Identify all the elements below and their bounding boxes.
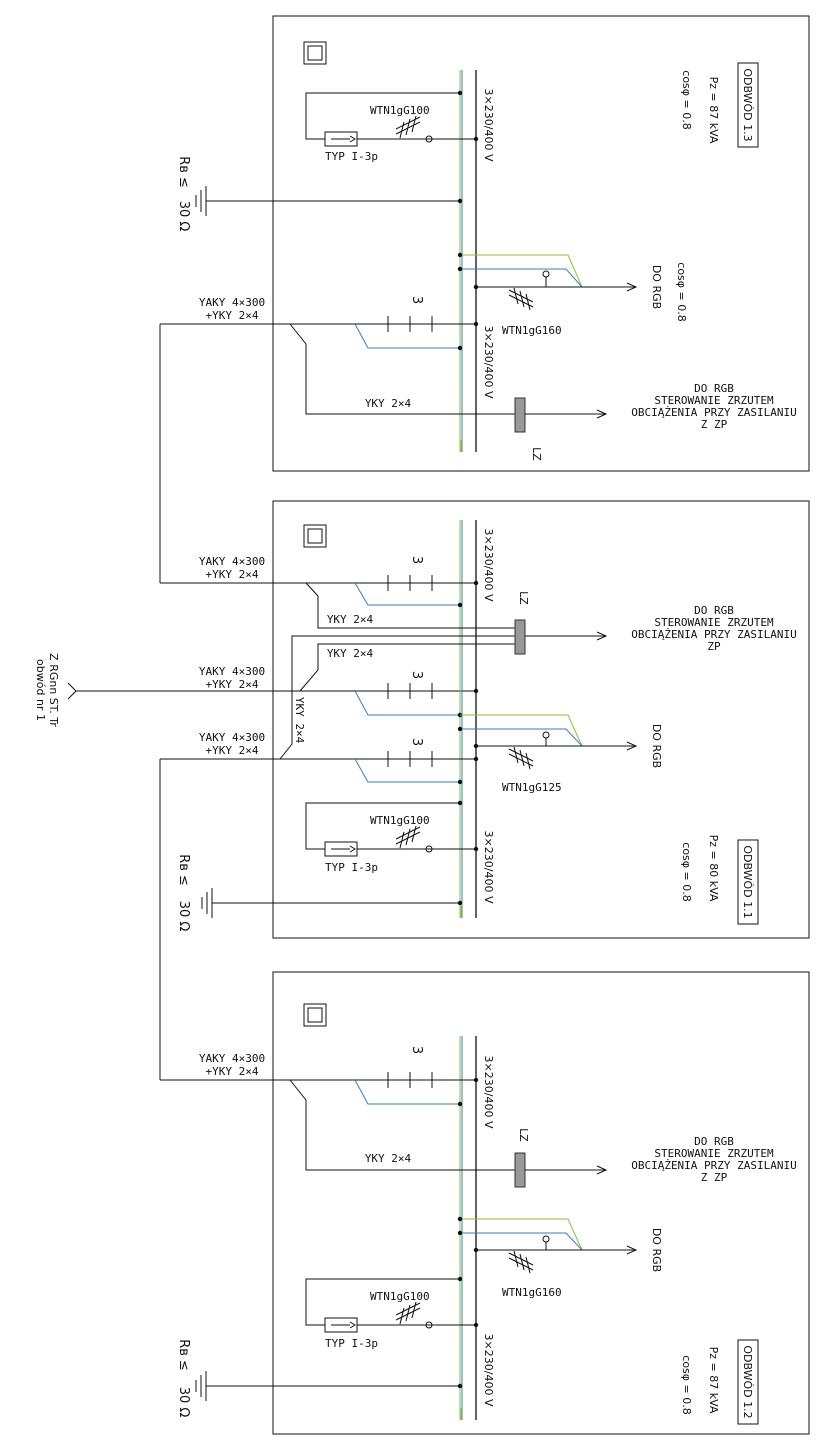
voltage-label: 3×230/400 V [482, 529, 495, 602]
load-shed-relay [514, 397, 526, 433]
control-note: DO RGB [694, 1135, 734, 1148]
cable-label: YKY 2×4 [365, 1152, 412, 1165]
control-note: STEROWANIE ZRZUTEM [654, 616, 774, 629]
cosphi-label: cosφ = 0.8 [675, 262, 688, 321]
control-note: Z ZP [701, 1171, 728, 1184]
cable-label: YKY 2×4 [293, 697, 306, 744]
cable-label: YKY 2×4 [327, 613, 374, 626]
earth-ohm-label: 30 Ω [176, 1387, 191, 1418]
panel-odbwod-1-3: 3×230/400 V 3×230/400 V WTN1gG100 TYP I-… [160, 15, 810, 472]
ct-label: 3 [409, 556, 424, 564]
ct-label: 3 [409, 1046, 424, 1054]
fuse-label: WTN1gG100 [370, 104, 430, 117]
group-title: ODBWÓD 1.3 [741, 68, 754, 141]
ct-label: 3 [409, 738, 424, 746]
load-shed-relay [514, 1152, 526, 1188]
cable-label: YAKY 4×300 [199, 665, 265, 678]
cable-label: +YKY 2×4 [206, 309, 259, 322]
fuse-label: WTN1gG160 [502, 1286, 562, 1299]
control-note: OBCIĄŻENIA PRZY ZASILANIU [631, 628, 797, 641]
pz-label: Pz = 80 kVA [707, 835, 720, 902]
group-title: ODBWÓD 1.2 [741, 1345, 754, 1418]
cable-label: +YKY 2×4 [206, 678, 259, 691]
earth-resistance-label: Rʙ ≤ [176, 854, 191, 886]
fuse-icon [395, 115, 421, 139]
voltage-label: 3×230/400 V [482, 1056, 495, 1129]
panel-odbwod-1-2: 3×230/400 V 3×230/400 V YAKY 4×300 +YKY … [160, 971, 810, 1435]
fuse-label: WTN1gG125 [502, 781, 562, 794]
control-note: OBCIĄŻENIA PRZY ZASILANIU [631, 1159, 797, 1172]
arrow-icon [596, 409, 608, 419]
fuse-icon [395, 825, 421, 849]
control-note: STEROWANIE ZRZUTEM [654, 1147, 774, 1160]
lz-label: LZ [530, 447, 543, 461]
do-rgb-label: DO RGB [650, 724, 663, 768]
earth-resistance-label: Rʙ ≤ [176, 156, 191, 188]
cable-label: YAKY 4×300 [199, 1052, 265, 1065]
fuse-label: WTN1gG100 [370, 814, 430, 827]
cable-label: YAKY 4×300 [199, 731, 265, 744]
cosphi-label: cosφ = 0.8 [680, 70, 693, 129]
arrow-icon [596, 1165, 608, 1175]
arrow-icon [626, 1245, 638, 1255]
control-note: DO RGB [694, 382, 734, 395]
earth-ohm-label: 30 Ω [176, 201, 191, 232]
voltage-label: 3×230/400 V [482, 89, 495, 162]
pz-label: Pz = 87 kVA [707, 1347, 720, 1414]
control-note: DO RGB [694, 604, 734, 617]
cable-label: YKY 2×4 [327, 647, 374, 660]
cable-label: YAKY 4×300 [199, 555, 265, 568]
cable-label: +YKY 2×4 [206, 1065, 259, 1078]
fuse-icon [508, 746, 534, 770]
control-note: OBCIĄŻENIA PRZY ZASILANIU [631, 406, 797, 419]
voltage-label: 3×230/400 V [482, 326, 495, 399]
control-note: ZP [707, 640, 721, 653]
supply-source-label: Z RGnn ST. Tr [47, 653, 60, 727]
cable-label: YKY 2×4 [365, 397, 412, 410]
cosphi-label: cosφ = 0.8 [680, 842, 693, 901]
surge-label: TYP I-3p [325, 1337, 378, 1350]
do-rgb-label: DO RGB [650, 265, 663, 309]
lz-label: LZ [517, 591, 530, 605]
panel-odbwod-1-1: 3×230/400 V 3×230/400 V YAKY 4×300 +YKY … [160, 500, 810, 939]
fuse-icon [508, 1250, 534, 1274]
earth-ohm-label: 30 Ω [176, 901, 191, 932]
arrow-icon [596, 631, 608, 641]
arrow-icon [626, 741, 638, 751]
cable-label: YAKY 4×300 [199, 296, 265, 309]
supply-arrow-icon [67, 682, 77, 700]
cable-label: +YKY 2×4 [206, 744, 259, 757]
fuse-icon [508, 287, 534, 311]
lz-label: LZ [517, 1128, 530, 1142]
group-title: ODBWÓD 1.1 [741, 845, 754, 918]
fuse-label: WTN1gG100 [370, 1290, 430, 1303]
ct-label: 3 [409, 296, 424, 304]
voltage-label: 3×230/400 V [482, 831, 495, 904]
incoming-supply: Z RGnn ST. Tr obwód nr 1 [34, 653, 476, 727]
cosphi-label: cosφ = 0.8 [680, 1355, 693, 1414]
surge-label: TYP I-3p [325, 150, 378, 163]
fuse-label: WTN1gG160 [502, 324, 562, 337]
ct-label: 3 [409, 671, 424, 679]
control-note: Z ZP [701, 418, 728, 431]
surge-label: TYP I-3p [325, 861, 378, 874]
earth-resistance-label: Rʙ ≤ [176, 1339, 191, 1371]
arrow-icon [626, 282, 638, 292]
pz-label: Pz = 87 kVA [707, 77, 720, 144]
supply-circuit-label: obwód nr 1 [34, 659, 47, 721]
voltage-label: 3×230/400 V [482, 1334, 495, 1407]
control-note: STEROWANIE ZRZUTEM [654, 394, 774, 407]
do-rgb-label: DO RGB [650, 1228, 663, 1272]
cable-label: +YKY 2×4 [206, 568, 259, 581]
fuse-icon [395, 1301, 421, 1325]
load-shed-relay [514, 619, 526, 655]
